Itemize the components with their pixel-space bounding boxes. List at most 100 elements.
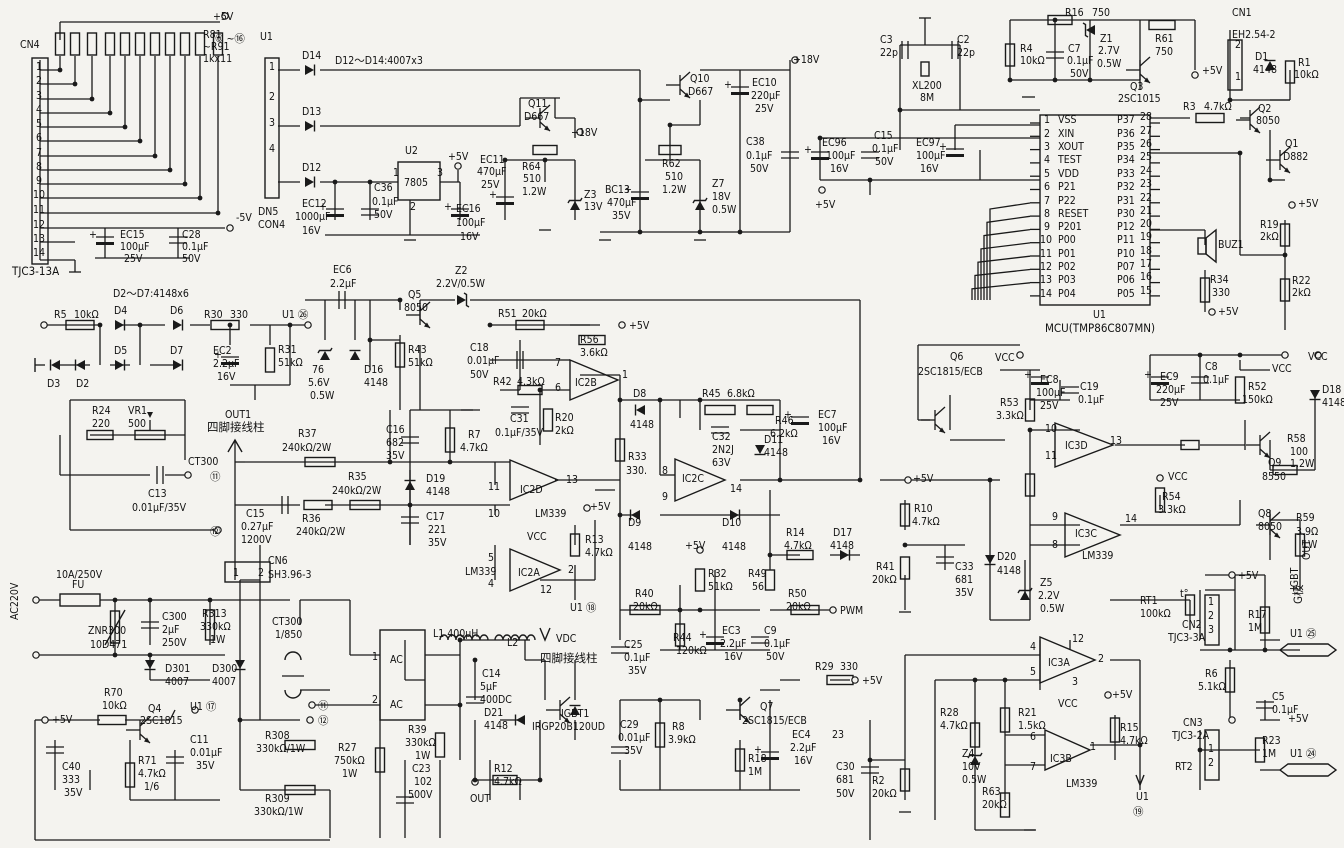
q9-transistor	[1259, 431, 1271, 442]
label-ec9u: 25V	[1160, 397, 1179, 409]
terminal	[791, 56, 799, 64]
zener-bar	[692, 197, 708, 204]
wire	[989, 202, 1031, 300]
r61-resistor	[1148, 19, 1176, 31]
label-r39v: 330kΩ	[405, 737, 436, 749]
r32-resistor	[694, 568, 706, 592]
label-r63: R63	[982, 786, 1001, 798]
terminal	[40, 321, 48, 329]
terminal	[221, 12, 229, 20]
label-c36u: 50V	[374, 209, 393, 221]
label-r81: R81	[203, 29, 222, 41]
label-d10: D10	[722, 517, 741, 529]
label-c33v: 681	[955, 574, 973, 586]
label-cn6p1: 1	[233, 567, 239, 579]
label-q1: Q1	[1285, 138, 1298, 150]
label-ec96: EC96	[822, 137, 847, 149]
label-bc13: BC13	[605, 184, 630, 196]
plus-sign: +	[804, 144, 812, 156]
terminal	[1191, 71, 1199, 79]
diode-body	[173, 360, 182, 370]
label-d300v: 4007	[212, 676, 236, 688]
label-r7: R7	[468, 429, 481, 441]
label-r7v: 4.7kΩ	[460, 442, 488, 454]
label-r45v: 6.8kΩ	[727, 388, 755, 400]
d17-diode	[840, 549, 851, 561]
label-r30: R30	[204, 309, 223, 321]
diode-body	[970, 756, 980, 765]
ec7-capacitor	[791, 422, 809, 425]
label-c38v: 0.1μF	[746, 150, 772, 162]
label-ec15u: 25V	[124, 253, 143, 265]
label-c13v: 0.01μF/35V	[132, 502, 187, 514]
label-c5v: 0.1μF	[1272, 704, 1298, 716]
label-ac220: AC220V	[9, 582, 21, 620]
label-cn1p1: 1	[1235, 71, 1241, 83]
label-cn3p2: 2	[1208, 757, 1214, 769]
r63-resistor	[999, 792, 1011, 818]
label-cn2p3: 3	[1208, 624, 1214, 636]
label-c28: C28	[182, 229, 201, 241]
label-c9: C9	[764, 625, 777, 637]
zener-bar	[967, 752, 983, 759]
junction-dot	[167, 167, 173, 173]
label-ec8v: 100μF	[1036, 387, 1065, 399]
label-d21: D21	[484, 707, 503, 719]
r37-resistor	[304, 456, 336, 468]
d11-diode	[754, 445, 766, 456]
label-nr15: 15	[1140, 285, 1152, 297]
plus-sign: +	[724, 79, 732, 91]
terminal	[1281, 351, 1289, 359]
ic3a-comparator	[1039, 635, 1097, 685]
label-r24v: 220	[92, 418, 110, 430]
label-cn6t: SH3.96-3	[268, 569, 312, 581]
label-r313v: 330kΩ	[200, 621, 231, 633]
label-ic3b_7: 7	[1030, 761, 1036, 773]
junction-dot	[407, 502, 413, 508]
label-r28v: 4.7kΩ	[940, 720, 968, 732]
resistor-array	[179, 32, 191, 56]
terminal	[306, 716, 314, 724]
r49-resistor	[764, 569, 776, 591]
label-pr20: P12	[1117, 221, 1135, 233]
d4-diode	[115, 319, 126, 331]
label-ic3a: IC3A	[1048, 657, 1070, 669]
label-pr16: P06	[1117, 274, 1135, 286]
label-cn2p1: 1	[1208, 596, 1214, 608]
label-r10v: 4.7kΩ	[912, 516, 940, 528]
label-ec15: EC15	[120, 229, 145, 241]
label-pr27: P36	[1117, 128, 1135, 140]
diode-body	[350, 351, 360, 360]
label-nl7: 7	[1044, 195, 1050, 207]
label-nr27: 27	[1140, 125, 1152, 137]
label-ec96v: 100μF	[826, 150, 855, 162]
label-ic3d: IC3D	[1065, 440, 1088, 452]
label-c30u: 50V	[836, 788, 855, 800]
ct300-coil	[284, 689, 302, 699]
label-cn4p9: 9	[36, 175, 42, 187]
zener-bar	[567, 197, 583, 204]
junction-dot	[897, 107, 903, 113]
emitter-arrow	[1254, 127, 1260, 133]
label-pr24: P33	[1117, 168, 1135, 180]
label-znrv: 10D471	[90, 639, 127, 651]
label-pr17: P07	[1117, 261, 1135, 273]
inductor	[439, 634, 489, 641]
label-vcc3: VCC	[1272, 363, 1292, 375]
label-vcc1: VCC	[527, 531, 547, 543]
vr1-potentiometer	[134, 429, 166, 441]
label-cn4: CN4	[20, 39, 40, 51]
terminal	[829, 606, 837, 614]
label-cn3p1: 1	[1208, 743, 1214, 755]
diode-body	[115, 320, 124, 330]
diode-body	[305, 65, 314, 75]
label-igbt: IGBT	[1289, 567, 1301, 590]
label-fu: FU	[72, 579, 84, 591]
label-p5v12: +5V	[862, 675, 883, 687]
plus-sign: +	[214, 349, 222, 361]
cn3-connector	[1204, 729, 1220, 781]
label-p5v4: +5V	[1298, 198, 1319, 210]
label-u1_19a: U1	[1136, 791, 1149, 803]
label-ec8u: 25V	[1040, 400, 1059, 412]
